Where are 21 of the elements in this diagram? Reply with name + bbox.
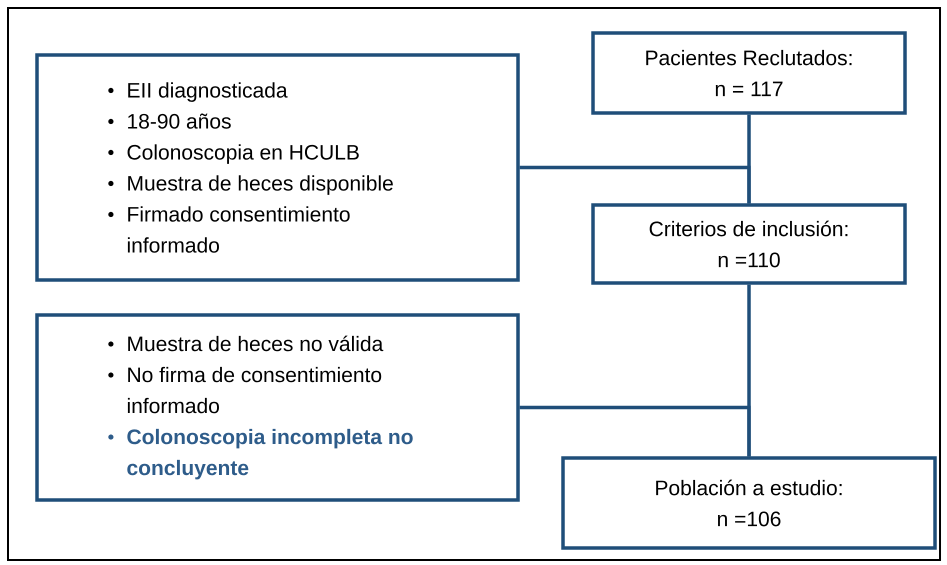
process-box <box>591 203 907 285</box>
connector-line <box>520 166 751 204</box>
criteria-box <box>35 53 520 282</box>
node-label: Muestra de heces disponible <box>128 175 393 195</box>
connector-line <box>520 406 751 456</box>
node-label: Firmado consentimiento informado <box>128 206 350 253</box>
node-label: n =106 <box>718 511 780 526</box>
node-label: n = 117 <box>716 82 782 96</box>
node-label: EII diagnosticada <box>128 82 288 102</box>
node-label: 18-90 años <box>128 113 231 129</box>
process-box <box>591 31 907 115</box>
node-label: Colonoscopia incompleta no concluyente <box>127 428 413 480</box>
criteria-box <box>35 313 520 502</box>
node-label: Pacientes Reclutados: <box>646 50 852 66</box>
node-label: Población a estudio: <box>656 480 842 496</box>
node-label: n =110 <box>718 252 780 268</box>
process-box <box>561 456 937 550</box>
node-label: Muestra de heces no válida <box>128 336 384 352</box>
node-label: No firma de consentimiento informado <box>128 366 382 414</box>
node-label: Criterios de inclusión: <box>650 220 848 236</box>
node-label: Colonoscopia en HCULB <box>128 144 359 164</box>
